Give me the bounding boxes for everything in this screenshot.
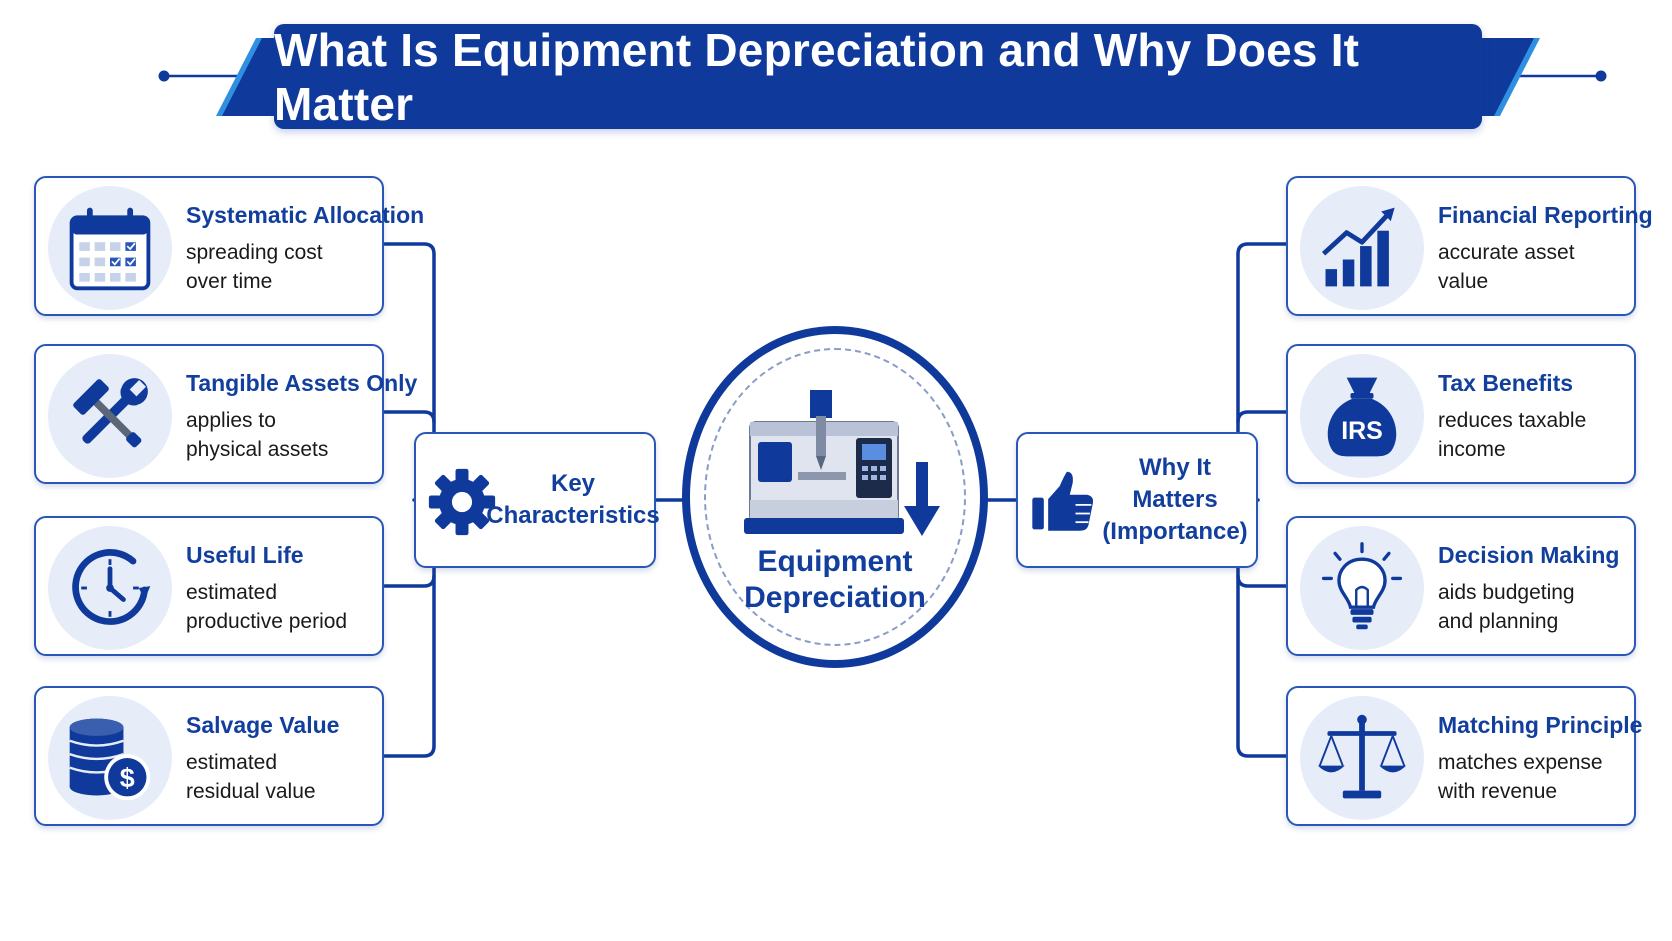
center-label-line: Depreciation xyxy=(744,581,926,614)
card-title: Salvage Value xyxy=(186,712,340,738)
card-description: applies to physical assets xyxy=(186,406,374,464)
title-banner: What Is Equipment Depreciation and Why D… xyxy=(274,23,1482,130)
card-title: Decision Making xyxy=(1438,542,1620,568)
center-dashed-ring xyxy=(704,348,966,646)
hub-why-it-matters: Why It Matters (Importance) xyxy=(1016,432,1258,568)
money-bag-icon: IRS xyxy=(1300,354,1424,478)
gear-icon xyxy=(428,468,496,536)
card-description: estimated residual value xyxy=(186,748,374,806)
card-description: aids budgeting and planning xyxy=(1438,578,1626,636)
card-description: reduces taxable income xyxy=(1438,406,1626,464)
coins-icon: $ xyxy=(48,696,172,820)
tools-icon xyxy=(48,354,172,478)
card-matching-principle: Matching Principle matches expense with … xyxy=(1286,686,1643,826)
hub-label: Key Characteristics xyxy=(486,434,659,566)
thumbs-up-icon xyxy=(1032,471,1094,531)
card-useful-life: Useful Life estimated productive period xyxy=(34,516,384,656)
card-desc-line: estimated xyxy=(186,751,278,774)
lightbulb-icon xyxy=(1300,526,1424,650)
card-financial-reporting: Financial Reporting accurate asset value xyxy=(1286,176,1653,316)
card-description: accurate asset value xyxy=(1438,238,1626,296)
card-desc-line: with revenue xyxy=(1438,780,1558,803)
card-desc-line: matches expense xyxy=(1438,751,1603,774)
card-tax-benefits: IRS Tax Benefits reduces taxable income xyxy=(1286,344,1636,484)
card-title: Tangible Assets Only xyxy=(186,370,418,396)
hub-label-line: (Importance) xyxy=(1102,518,1248,545)
card-description: spreading cost over time xyxy=(186,238,374,296)
hub-label: Why It Matters (Importance) xyxy=(1100,434,1250,566)
card-desc-line: applies to xyxy=(186,409,276,432)
card-salvage-value: $ Salvage Value estimated residual value xyxy=(34,686,384,826)
card-title: Tax Benefits xyxy=(1438,370,1574,396)
card-desc-line: estimated xyxy=(186,581,278,604)
hub-label-line: Key xyxy=(550,470,596,497)
page-title: What Is Equipment Depreciation and Why D… xyxy=(274,23,1360,130)
growth-chart-icon xyxy=(1300,186,1424,310)
card-desc-line: residual value xyxy=(186,780,316,803)
card-decision-making: Decision Making aids budgeting and plann… xyxy=(1286,516,1636,656)
calendar-icon xyxy=(48,186,172,310)
card-systematic-allocation: Systematic Allocation spreading cost ove… xyxy=(34,176,425,316)
card-desc-line: over time xyxy=(186,270,273,293)
card-desc-line: accurate asset xyxy=(1438,241,1575,264)
card-title: Financial Reporting xyxy=(1438,202,1653,228)
center-node: Equipment Depreciation xyxy=(682,326,988,668)
card-description: matches expense with revenue xyxy=(1438,748,1626,806)
card-desc-line: physical assets xyxy=(186,438,329,461)
card-title: Useful Life xyxy=(186,542,304,568)
card-desc-line: reduces taxable xyxy=(1438,409,1587,432)
card-desc-line: spreading cost xyxy=(186,241,323,264)
center-label-line: Equipment xyxy=(757,545,913,578)
card-desc-line: aids budgeting xyxy=(1438,581,1575,604)
card-title: Systematic Allocation xyxy=(186,202,425,228)
hub-label-line: Why It Matters xyxy=(1132,454,1218,513)
card-title: Matching Principle xyxy=(1438,712,1643,738)
cnc-machine-icon xyxy=(744,390,940,536)
card-desc-line: and planning xyxy=(1438,610,1559,633)
hub-label-line: Characteristics xyxy=(486,502,660,529)
card-desc-line: productive period xyxy=(186,610,348,633)
center-label: Equipment Depreciation xyxy=(690,544,980,616)
card-desc-line: income xyxy=(1438,438,1506,461)
irs-label: IRS xyxy=(1341,417,1383,445)
card-tangible-assets: Tangible Assets Only applies to physical… xyxy=(34,344,418,484)
hub-key-characteristics: Key Characteristics xyxy=(414,432,660,568)
card-desc-line: value xyxy=(1438,270,1489,293)
scales-icon xyxy=(1300,696,1424,820)
svg-text:$: $ xyxy=(120,763,135,793)
clock-icon xyxy=(48,526,172,650)
card-description: estimated productive period xyxy=(186,578,374,636)
